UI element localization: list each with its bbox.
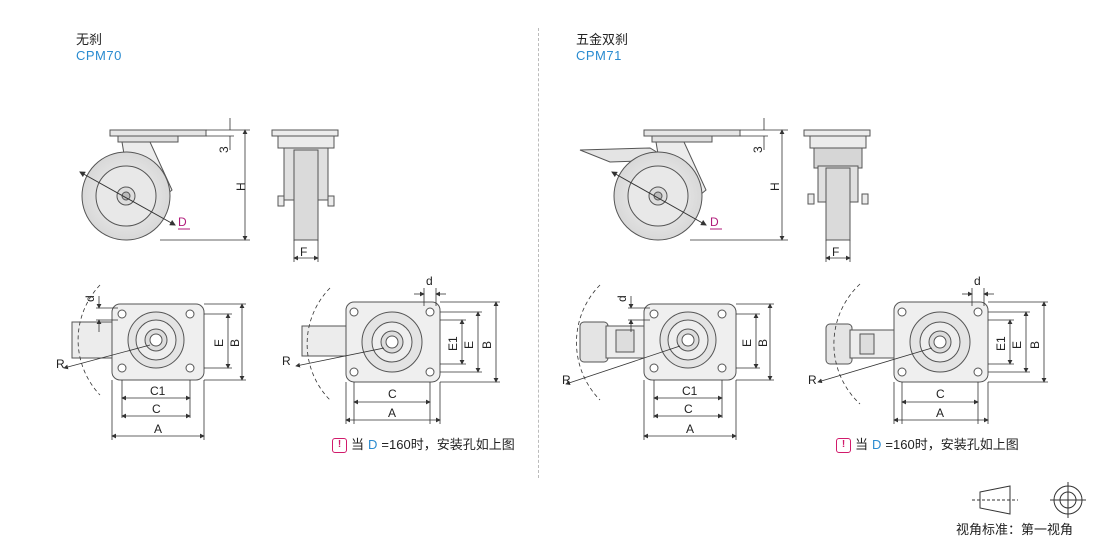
dim-F-right: F — [832, 245, 839, 259]
dim-H-right: H — [768, 182, 782, 191]
left-note-suffix: =160时，安装孔如上图 — [381, 437, 515, 452]
warning-icon: ! — [332, 437, 347, 453]
right-note-suffix: =160时，安装孔如上图 — [885, 437, 1019, 452]
cpm71-side-view — [579, 129, 741, 241]
dim-C-left-2: C — [388, 387, 397, 401]
dim-B-left-1: B — [228, 339, 242, 347]
dim-3-left: 3 — [217, 146, 231, 153]
dim-R-left-1: R — [56, 357, 65, 371]
dim-d-right-2: d — [974, 274, 981, 288]
right-note-var: D — [872, 437, 882, 452]
dim-D-right: D — [710, 215, 719, 229]
cpm71-top-view-2 — [825, 301, 989, 383]
left-note-var: D — [368, 437, 378, 452]
dim-E1-left: E1 — [446, 336, 460, 351]
section-divider — [538, 28, 539, 478]
warning-icon: ! — [836, 437, 851, 453]
cpm71-h-dim — [690, 118, 788, 241]
dim-C-left-1: C — [152, 402, 161, 416]
dim-B-right-2: B — [1028, 341, 1042, 349]
left-model: CPM70 — [76, 48, 122, 63]
dim-R-left-2: R — [282, 354, 291, 368]
dim-R-right-2: R — [808, 373, 817, 387]
cpm70-front-view — [271, 129, 339, 241]
right-note-prefix: 当 — [855, 437, 869, 452]
dim-B-right-1: B — [756, 339, 770, 347]
view-standard-caption: 视角标准：第一视角 — [956, 522, 1074, 537]
dim-E-right-1: E — [740, 339, 754, 347]
cpm71-top-view-1 — [579, 303, 737, 381]
dim-E-right-2: E — [1010, 341, 1024, 349]
first-angle-symbol — [972, 482, 1086, 518]
right-model: CPM71 — [576, 48, 622, 63]
dim-3-right: 3 — [751, 146, 765, 153]
dim-D-left: D — [178, 215, 187, 229]
dim-C-right-2: C — [936, 387, 945, 401]
dim-d-right-1: d — [615, 295, 629, 302]
dim-F-left: F — [300, 245, 307, 259]
dim-A-left-2: A — [388, 406, 396, 420]
cpm70-side-view — [79, 129, 207, 241]
dim-B-left-2: B — [480, 341, 494, 349]
dim-A-right-2: A — [936, 406, 944, 420]
left-note-prefix: 当 — [351, 437, 365, 452]
cpm70-top-view-2 — [301, 301, 441, 383]
right-title: 五金双刹 — [576, 32, 629, 47]
dim-d-left-2: d — [426, 274, 433, 288]
dim-E1-right: E1 — [994, 336, 1008, 351]
dim-A-left-1: A — [154, 422, 162, 436]
dim-C1-right: C1 — [682, 384, 698, 398]
cpm71-front-view — [803, 129, 871, 241]
cpm70-top-view-1 — [71, 303, 205, 381]
dim-H-left: H — [234, 182, 248, 191]
left-title: 无刹 — [76, 32, 103, 47]
dim-A-right-1: A — [686, 422, 694, 436]
dim-C-right-1: C — [684, 402, 693, 416]
dim-R-right-1: R — [562, 373, 571, 387]
dim-E-left-2: E — [462, 341, 476, 349]
dim-d-left-1: d — [83, 295, 97, 302]
cpm70-h-dim — [160, 118, 250, 241]
dim-E-left-1: E — [212, 339, 226, 347]
dim-C1-left: C1 — [150, 384, 166, 398]
